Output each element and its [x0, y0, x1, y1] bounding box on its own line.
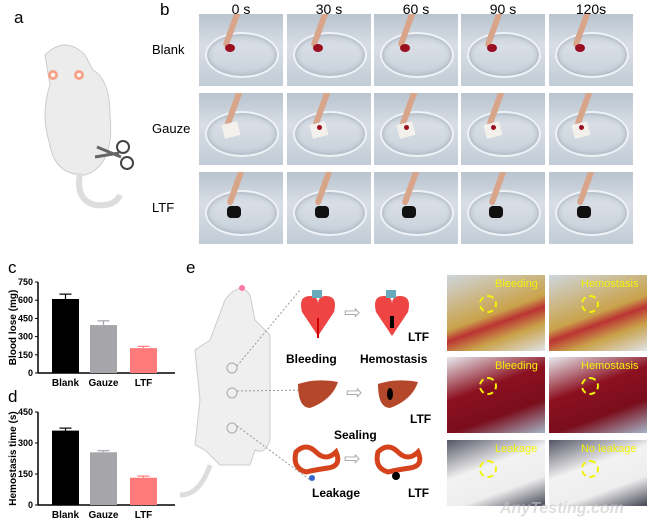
x-tick-label: Gauze — [88, 378, 118, 389]
y-tick-label: 300 — [18, 332, 33, 342]
y-axis-label: Hemostasis time (s) — [8, 411, 19, 505]
panel-label-d: d — [8, 387, 18, 406]
petri-dish-photo — [461, 172, 545, 244]
heart-icon — [301, 290, 335, 338]
label-leakage: Leakage — [312, 486, 361, 500]
label-ltf: LTF — [408, 330, 430, 344]
liver-sealed-icon — [378, 380, 418, 408]
petri-dish-photo — [287, 172, 371, 244]
x-tick-label: LTF — [135, 378, 153, 389]
surgery-photo: Bleeding — [447, 275, 545, 351]
row-label: Gauze — [152, 121, 191, 136]
y-tick-label: 0 — [28, 500, 33, 510]
highlight-circle — [581, 377, 599, 395]
y-tick-label: 450 — [18, 313, 33, 323]
petri-dish-photo — [461, 93, 545, 165]
surgery-photo: No leakage — [549, 440, 647, 506]
label-sealing: Sealing — [334, 428, 377, 442]
panel-label-b: b — [160, 0, 170, 19]
label-hemostasis: Hemostasis — [360, 352, 428, 366]
column-header: 60 s — [402, 1, 430, 17]
y-tick-label: 300 — [18, 438, 33, 448]
label-bleeding: Bleeding — [286, 352, 337, 366]
panel-label-a: a — [14, 8, 24, 27]
photo-caption: Bleeding — [495, 360, 538, 372]
bar-blank — [52, 298, 79, 373]
scissors-icon — [94, 140, 134, 170]
surgery-photo: Leakage — [447, 440, 545, 506]
liver-icon — [298, 380, 338, 408]
highlight-circle — [479, 460, 497, 478]
y-tick-label: 750 — [18, 277, 33, 287]
y-axis-label: Blood lose (mg) — [8, 290, 19, 366]
petri-dish-photo — [199, 93, 283, 165]
petri-dish-photo — [287, 14, 371, 86]
row-label: LTF — [152, 200, 175, 215]
petri-dish-photo — [549, 14, 633, 86]
petri-dish-photo — [374, 14, 458, 86]
highlight-circle — [479, 295, 497, 313]
petri-dish-photo — [549, 172, 633, 244]
x-tick-label: Blank — [52, 510, 80, 521]
column-header: 120s — [575, 1, 607, 17]
mouse-illustration — [44, 44, 134, 209]
bar-ltf — [130, 477, 157, 505]
bar-gauze — [90, 452, 117, 505]
x-tick-label: LTF — [135, 510, 153, 521]
petri-dish-photo — [461, 14, 545, 86]
surgery-photo: Hemostasis — [549, 275, 647, 351]
arrow-icon: ⇨ — [344, 448, 361, 470]
rat-illustration — [180, 285, 310, 498]
petri-dish-photo — [374, 93, 458, 165]
photo-caption: Hemostasis — [581, 278, 639, 290]
y-tick-label: 450 — [18, 407, 33, 417]
arrow-icon: ⇨ — [346, 382, 363, 404]
y-tick-label: 600 — [18, 295, 33, 305]
watermark: AnyTesting.com — [500, 500, 624, 517]
highlight-circle — [581, 295, 599, 313]
column-header: 30 s — [315, 1, 343, 17]
label-ltf: LTF — [410, 412, 432, 426]
surgery-photo: Bleeding — [447, 357, 545, 433]
petri-dish-photo — [549, 93, 633, 165]
petri-dish-photo — [199, 172, 283, 244]
row-label: Blank — [152, 42, 185, 57]
intestine-sealed-icon — [374, 444, 423, 480]
photo-caption: Bleeding — [495, 278, 538, 290]
y-tick-label: 150 — [18, 469, 33, 479]
x-tick-label: Gauze — [88, 510, 118, 521]
petri-dish-photo — [287, 93, 371, 165]
intestine-icon — [292, 444, 341, 481]
panel-label-e: e — [186, 258, 196, 277]
y-tick-label: 150 — [18, 350, 33, 360]
y-tick-label: 0 — [28, 368, 33, 378]
surgery-photo: Hemostasis — [549, 357, 647, 433]
bar-gauze — [90, 325, 117, 373]
arrow-icon: ⇨ — [344, 302, 361, 324]
x-tick-label: Blank — [52, 378, 80, 389]
photo-caption: Hemostasis — [581, 360, 639, 372]
bar-ltf — [130, 348, 157, 373]
panel-label-c: c — [8, 258, 17, 277]
column-header: 90 s — [489, 1, 517, 17]
highlight-circle — [479, 377, 497, 395]
label-ltf: LTF — [408, 486, 430, 500]
petri-dish-photo — [199, 14, 283, 86]
heart-sealed-icon — [375, 290, 409, 336]
highlight-circle — [581, 460, 599, 478]
bar-blank — [52, 430, 79, 505]
petri-dish-photo — [374, 172, 458, 244]
photo-caption: Leakage — [495, 443, 538, 455]
photo-caption: No leakage — [581, 443, 637, 455]
column-header: 0 s — [231, 1, 251, 17]
